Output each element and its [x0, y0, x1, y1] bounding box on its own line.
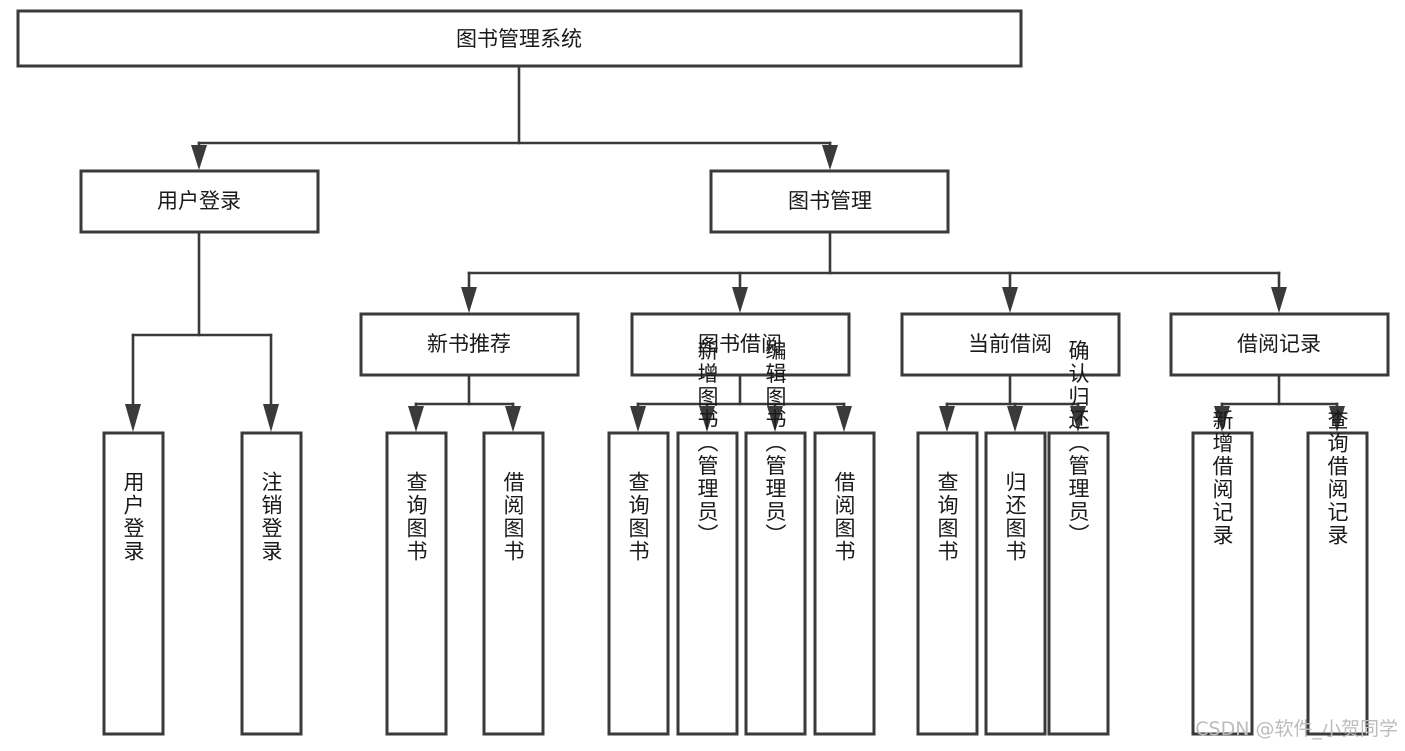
node-user-login-label: 用户登录: [157, 189, 241, 213]
node-book-borrow[interactable]: 图书借阅: [630, 312, 851, 377]
leaf-user-login-login[interactable]: 用户登录: [102, 431, 165, 736]
leaf-user-login-logout-label: 注销登录: [259, 471, 283, 563]
edges-layer: [125, 64, 1345, 432]
node-user-login[interactable]: 用户登录: [79, 169, 320, 234]
leaf-current-query-book-label: 查询图书: [935, 471, 959, 563]
node-current-borrow-label: 当前借阅: [968, 332, 1052, 356]
leaf-borrow-edit-book[interactable]: 编辑图书（管理员）: [744, 340, 807, 736]
leaf-newbook-borrow-book-label: 借阅图书: [501, 471, 525, 563]
leaf-record-add-record-label: 新增借阅记录: [1210, 409, 1234, 547]
arrow-borrow-l3: [767, 406, 783, 432]
arrow-root-to-user-login: [191, 145, 207, 170]
leaf-user-login-logout[interactable]: 注销登录: [240, 431, 303, 736]
leaf-current-return-book-label: 归还图书: [1003, 471, 1027, 563]
leaf-current-return-book[interactable]: 归还图书: [984, 431, 1047, 736]
arrow-record-l1: [1214, 406, 1230, 432]
node-borrow-record[interactable]: 借阅记录: [1169, 312, 1390, 377]
watermark-label: CSDN @软件_小贺同学: [1195, 718, 1398, 740]
arrow-bm-to-borrow: [732, 287, 748, 313]
arrow-bm-to-newbook: [461, 287, 477, 313]
leaf-record-query-record[interactable]: 查询借阅记录: [1306, 409, 1369, 736]
leaf-record-query-record-label: 查询借阅记录: [1325, 409, 1349, 547]
node-root-system-label: 图书管理系统: [456, 27, 582, 51]
leaf-borrow-add-book[interactable]: 新增图书（管理员）: [676, 340, 739, 736]
leaf-newbook-query-book-label: 查询图书: [404, 471, 428, 563]
arrow-current-l3: [1070, 406, 1086, 432]
arrow-root-to-book-manage: [822, 145, 838, 170]
arrow-current-l2: [1007, 406, 1023, 432]
node-book-management[interactable]: 图书管理: [709, 169, 950, 234]
node-root-system[interactable]: 图书管理系统: [16, 9, 1023, 68]
node-borrow-record-label: 借阅记录: [1237, 332, 1321, 356]
arrow-borrow-l2: [699, 406, 715, 432]
arrow-bm-to-record: [1271, 287, 1287, 313]
node-new-book-recommend[interactable]: 新书推荐: [359, 312, 580, 377]
arrow-record-l2: [1329, 406, 1345, 432]
leaf-newbook-query-book[interactable]: 查询图书: [385, 431, 448, 736]
leaf-record-add-record[interactable]: 新增借阅记录: [1191, 409, 1254, 736]
arrow-user-login-l1: [125, 404, 141, 432]
leaf-current-confirm-return-label: 确认归还（管理员）: [1066, 340, 1090, 547]
node-new-book-recommend-label: 新书推荐: [427, 332, 511, 356]
leaf-borrow-edit-book-label: 编辑图书（管理员）: [763, 340, 787, 547]
leaf-newbook-borrow-book[interactable]: 借阅图书: [482, 431, 545, 736]
node-book-management-label: 图书管理: [788, 189, 872, 213]
arrow-borrow-l4: [836, 406, 852, 432]
leaf-borrow-query-book[interactable]: 查询图书: [607, 431, 670, 736]
leaf-borrow-add-book-label: 新增图书（管理员）: [695, 340, 719, 547]
node-current-borrow[interactable]: 当前借阅: [900, 312, 1121, 377]
arrow-user-login-l2: [263, 404, 279, 432]
leaf-borrow-borrow-book[interactable]: 借阅图书: [813, 431, 876, 736]
arrow-current-l1: [939, 406, 955, 432]
leaf-user-login-login-label: 用户登录: [121, 471, 145, 563]
arrow-newbook-l2: [505, 406, 521, 432]
nodes-layer: 图书管理系统 用户登录 图书管理 新书推荐 图书借阅: [16, 9, 1390, 736]
arrow-borrow-l1: [630, 406, 646, 432]
leaf-current-query-book[interactable]: 查询图书: [916, 431, 979, 736]
arrow-bm-to-current: [1002, 287, 1018, 313]
node-book-borrow-label: 图书借阅: [698, 332, 782, 356]
leaf-borrow-query-book-label: 查询图书: [626, 471, 650, 563]
leaf-borrow-borrow-book-label: 借阅图书: [832, 471, 856, 563]
arrow-newbook-l1: [408, 406, 424, 432]
leaf-current-confirm-return[interactable]: 确认归还（管理员）: [1047, 340, 1110, 736]
